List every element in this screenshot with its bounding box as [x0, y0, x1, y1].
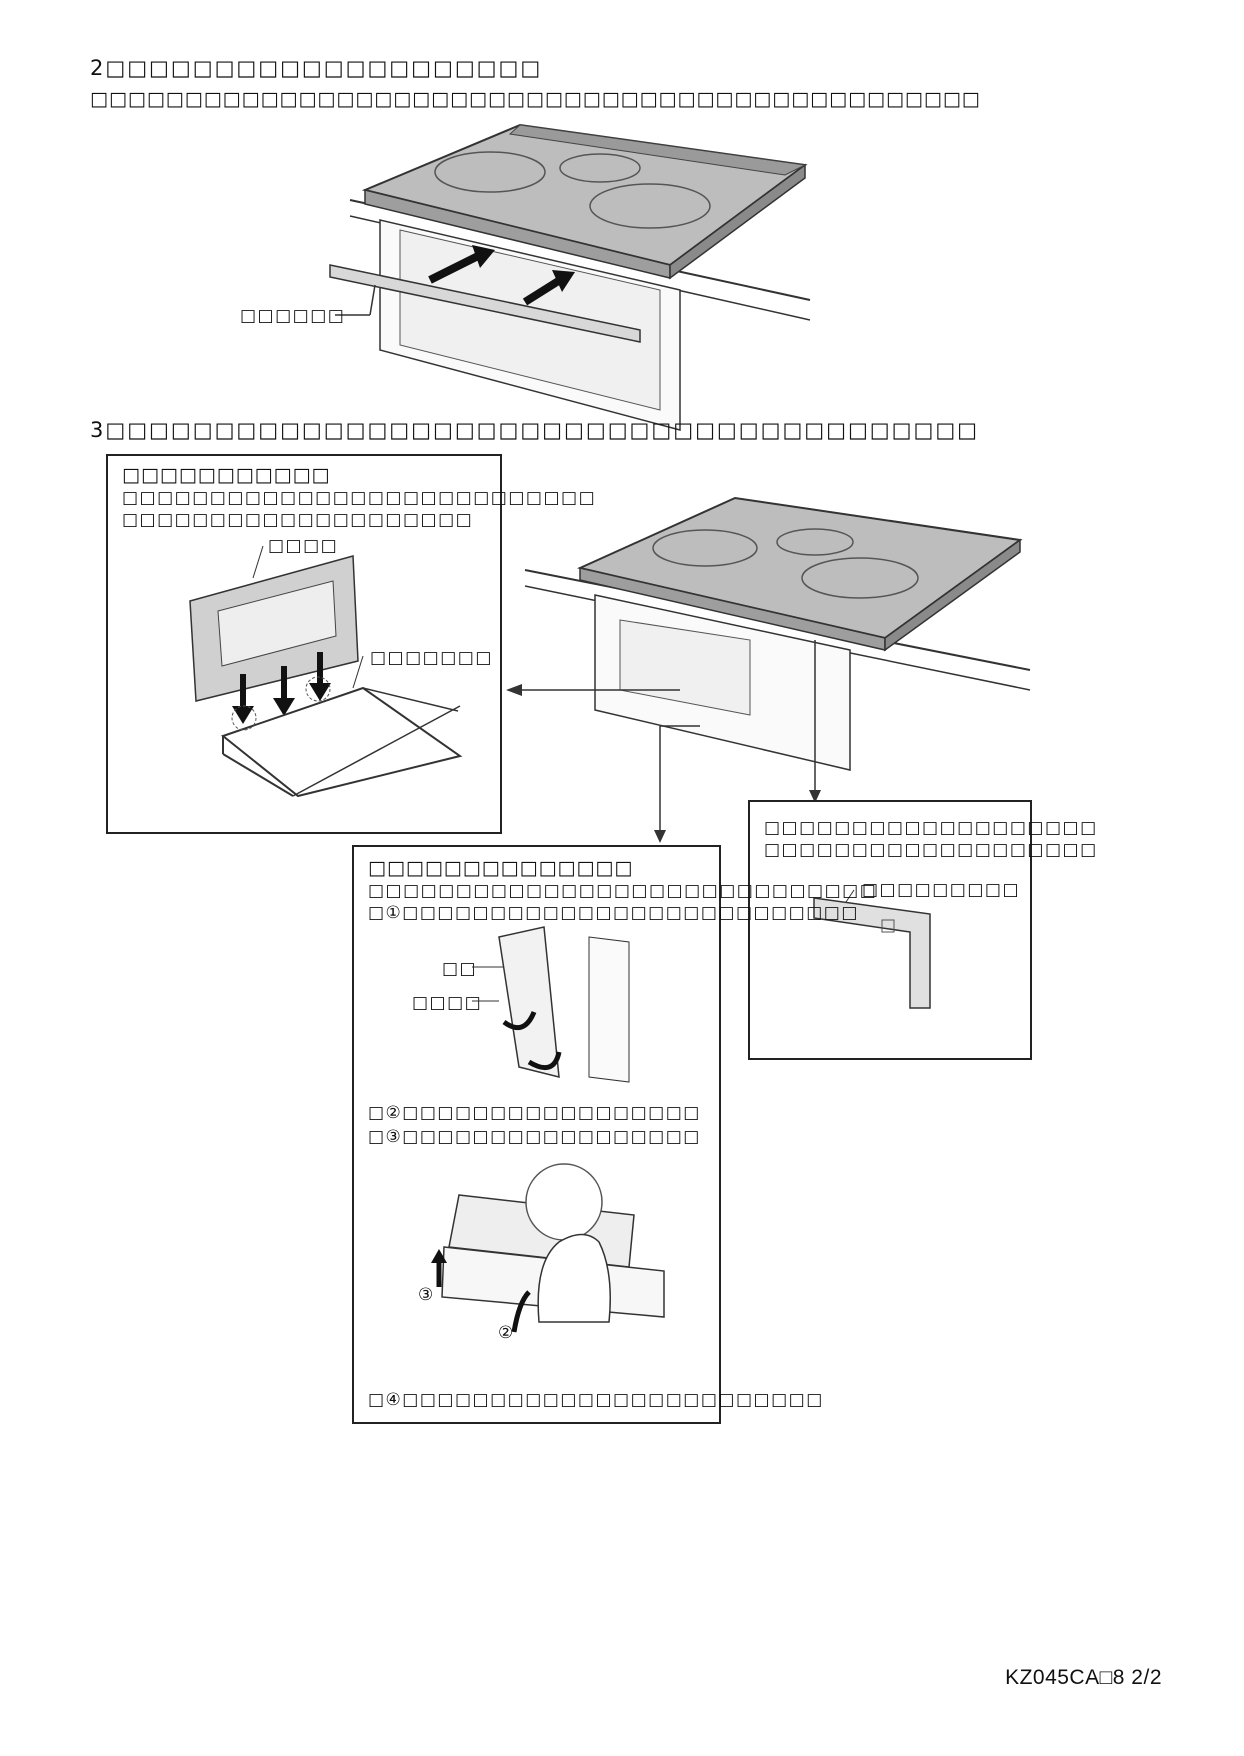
cooktop-illustration-bottom	[506, 496, 1031, 830]
panel-box-line1: □□□□□□□□□□□□□□□□□□□□□□□□□□□	[122, 488, 597, 508]
op-num3: ③	[418, 1285, 435, 1305]
op-label-a: □□	[442, 959, 478, 979]
step2-note: □□□□□□□□□□□□□□□□□□□□□□□□□□□□□□□□□□□□□□□□…	[90, 88, 981, 110]
step3-heading: 3□□□□□□□□□□□□□□□□□□□□□□□□□□□□□□□□□□□□□□□…	[90, 418, 980, 442]
rail-label: □□□□□□	[240, 306, 346, 326]
op-num2: ②	[498, 1323, 515, 1343]
op-box-line2: □①□□□□□□□□□□□□□□□□□□□□□□□□□□	[368, 903, 859, 923]
cover-box-line2: □□□□□□□□□□□□□□□□□□□	[764, 840, 1098, 860]
op-step4-line: □④□□□□□□□□□□□□□□□□□□□□□□□□	[368, 1390, 824, 1410]
latch-illustration	[472, 926, 630, 1083]
hand-press-illustration	[431, 1163, 665, 1333]
panel-box-line2: □□□□□□□□□□□□□□□□□□□□	[122, 510, 474, 530]
arrow-down-icon	[654, 830, 666, 843]
cover-part-illustration	[813, 889, 931, 1009]
cooktop-illustration-top	[329, 123, 811, 431]
op-box-line1: □□□□□□□□□□□□□□□□□□□□□□□□□□□□□	[368, 881, 878, 901]
panel-attach-box: □□□□□□□□□□□ □□□□□□□□□□□□□□□□□□□□□□□□□□□ …	[106, 454, 595, 834]
cover-box: □□□□□□□□□□□□□□□□□□□ □□□□□□□□□□□□□□□□□□□ …	[748, 800, 1096, 1060]
op-label-b: □□□□	[412, 993, 483, 1013]
panel-label: □□□□	[268, 536, 339, 556]
panel-frame-illustration	[189, 545, 463, 798]
step2-heading: 2□□□□□□□□□□□□□□□□□□□□	[90, 56, 543, 80]
frame-label: □□□□□□□	[370, 648, 493, 668]
document-code-footer: KZ045CA□8 2/2	[1005, 1666, 1162, 1689]
panel-box-title: □□□□□□□□□□□	[122, 464, 331, 486]
op-box-title: □□□□□□□□□□□□□□	[368, 857, 634, 879]
operation-panel-box: □□□□□□□□□□□□□□ □□□□□□□□□□□□□□□□□□□□□□□□□…	[352, 845, 876, 1424]
op-step2-line: □②□□□□□□□□□□□□□□□□□	[368, 1103, 701, 1123]
cover-box-line1: □□□□□□□□□□□□□□□□□□□	[764, 818, 1098, 838]
cover-part-label: □□□□□□□□□	[862, 880, 1021, 900]
op-step3-line: □③□□□□□□□□□□□□□□□□□	[368, 1127, 701, 1147]
